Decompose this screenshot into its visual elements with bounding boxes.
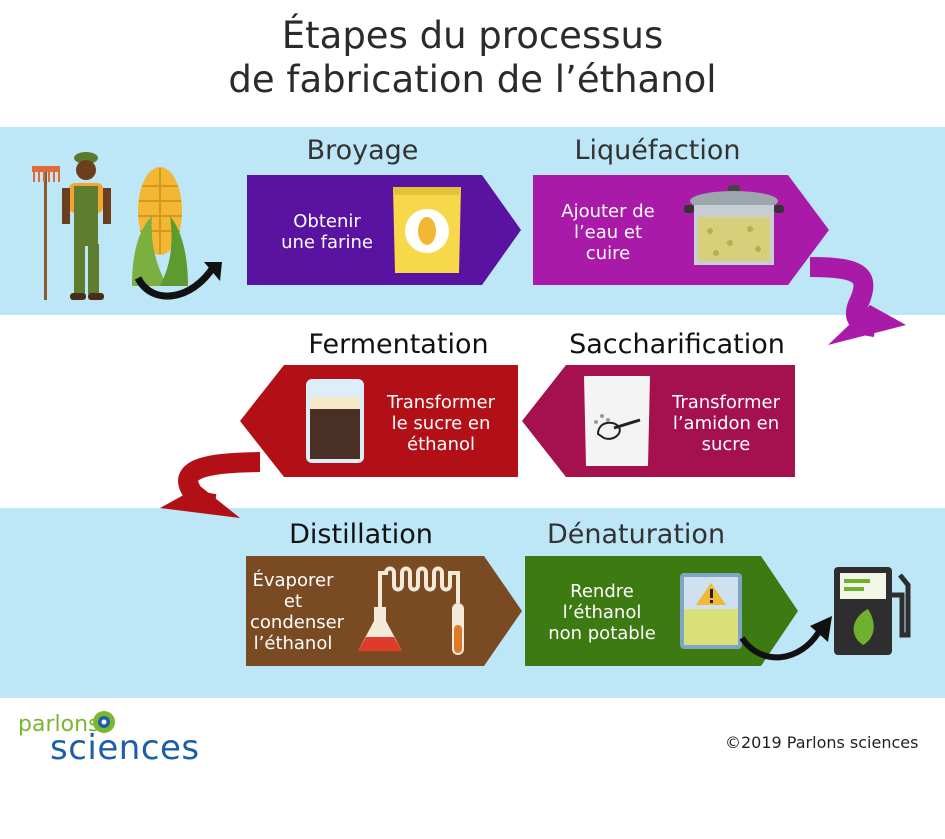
text-line: et bbox=[283, 591, 303, 612]
connector-arrow-red bbox=[160, 452, 260, 518]
text-line: l’éthanol bbox=[562, 602, 642, 623]
connector-arrow-purple bbox=[809, 257, 906, 345]
pot-icon bbox=[684, 185, 784, 265]
text-line: Évaporer bbox=[252, 570, 334, 591]
step-text-denaturation: Rendre l’éthanol non potable bbox=[538, 581, 666, 644]
text-line: cuire bbox=[585, 243, 631, 264]
text-line: Ajouter de bbox=[561, 201, 655, 222]
text-line: l’eau et bbox=[573, 222, 643, 243]
text-line: une farine bbox=[281, 232, 373, 253]
step-text-fermentation: Transformer le sucre en éthanol bbox=[376, 392, 506, 455]
step-title-distillation: Distillation bbox=[289, 519, 433, 550]
fuel-pump-icon bbox=[834, 567, 911, 655]
corn-icon bbox=[132, 167, 222, 300]
step-title-liquefaction: Liquéfaction bbox=[574, 135, 741, 166]
step-text-distillation: Évaporer et condenser l’éthanol bbox=[250, 570, 345, 654]
distillation-apparatus-icon bbox=[358, 566, 464, 655]
text-line: condenser bbox=[250, 612, 345, 633]
text-line: Transformer bbox=[671, 392, 780, 413]
step-text-saccharification: Transformer l’amidon en sucre bbox=[660, 392, 792, 455]
page-title: Étapes du processus de fabrication de l’… bbox=[0, 14, 945, 102]
step-text-liquefaction: Ajouter de l’eau et cuire bbox=[548, 201, 668, 264]
text-line: le sucre en bbox=[391, 413, 491, 434]
logo-parlons: parlons bbox=[18, 712, 100, 737]
step-title-fermentation: Fermentation bbox=[308, 329, 489, 360]
text-line: l’amidon en bbox=[672, 413, 780, 434]
text-line: l’éthanol bbox=[253, 633, 333, 654]
text-line: sucre bbox=[701, 434, 751, 455]
arrow-to-pump bbox=[740, 616, 832, 661]
flour-bag-icon bbox=[393, 187, 461, 273]
text-line: Obtenir bbox=[293, 211, 361, 232]
copyright: ©2019 Parlons sciences bbox=[725, 733, 919, 752]
farmer-icon bbox=[32, 152, 111, 300]
eye-logo-icon bbox=[93, 711, 115, 733]
sugar-bag-icon bbox=[584, 376, 650, 466]
beaker-warning-icon bbox=[680, 573, 742, 649]
logo-sciences: sciences bbox=[50, 728, 200, 768]
step-title-broyage: Broyage bbox=[306, 135, 419, 166]
glass-icon bbox=[306, 379, 364, 463]
text-line: éthanol bbox=[407, 434, 475, 455]
text-line: non potable bbox=[548, 623, 656, 644]
title-line-2: de fabrication de l’éthanol bbox=[228, 58, 717, 101]
step-text-broyage: Obtenir une farine bbox=[262, 211, 392, 253]
text-line: Transformer bbox=[386, 392, 495, 413]
step-title-saccharification: Saccharification bbox=[569, 329, 785, 360]
title-line-1: Étapes du processus bbox=[281, 14, 664, 57]
step-title-denaturation: Dénaturation bbox=[546, 519, 726, 550]
text-line: Rendre bbox=[570, 581, 634, 602]
